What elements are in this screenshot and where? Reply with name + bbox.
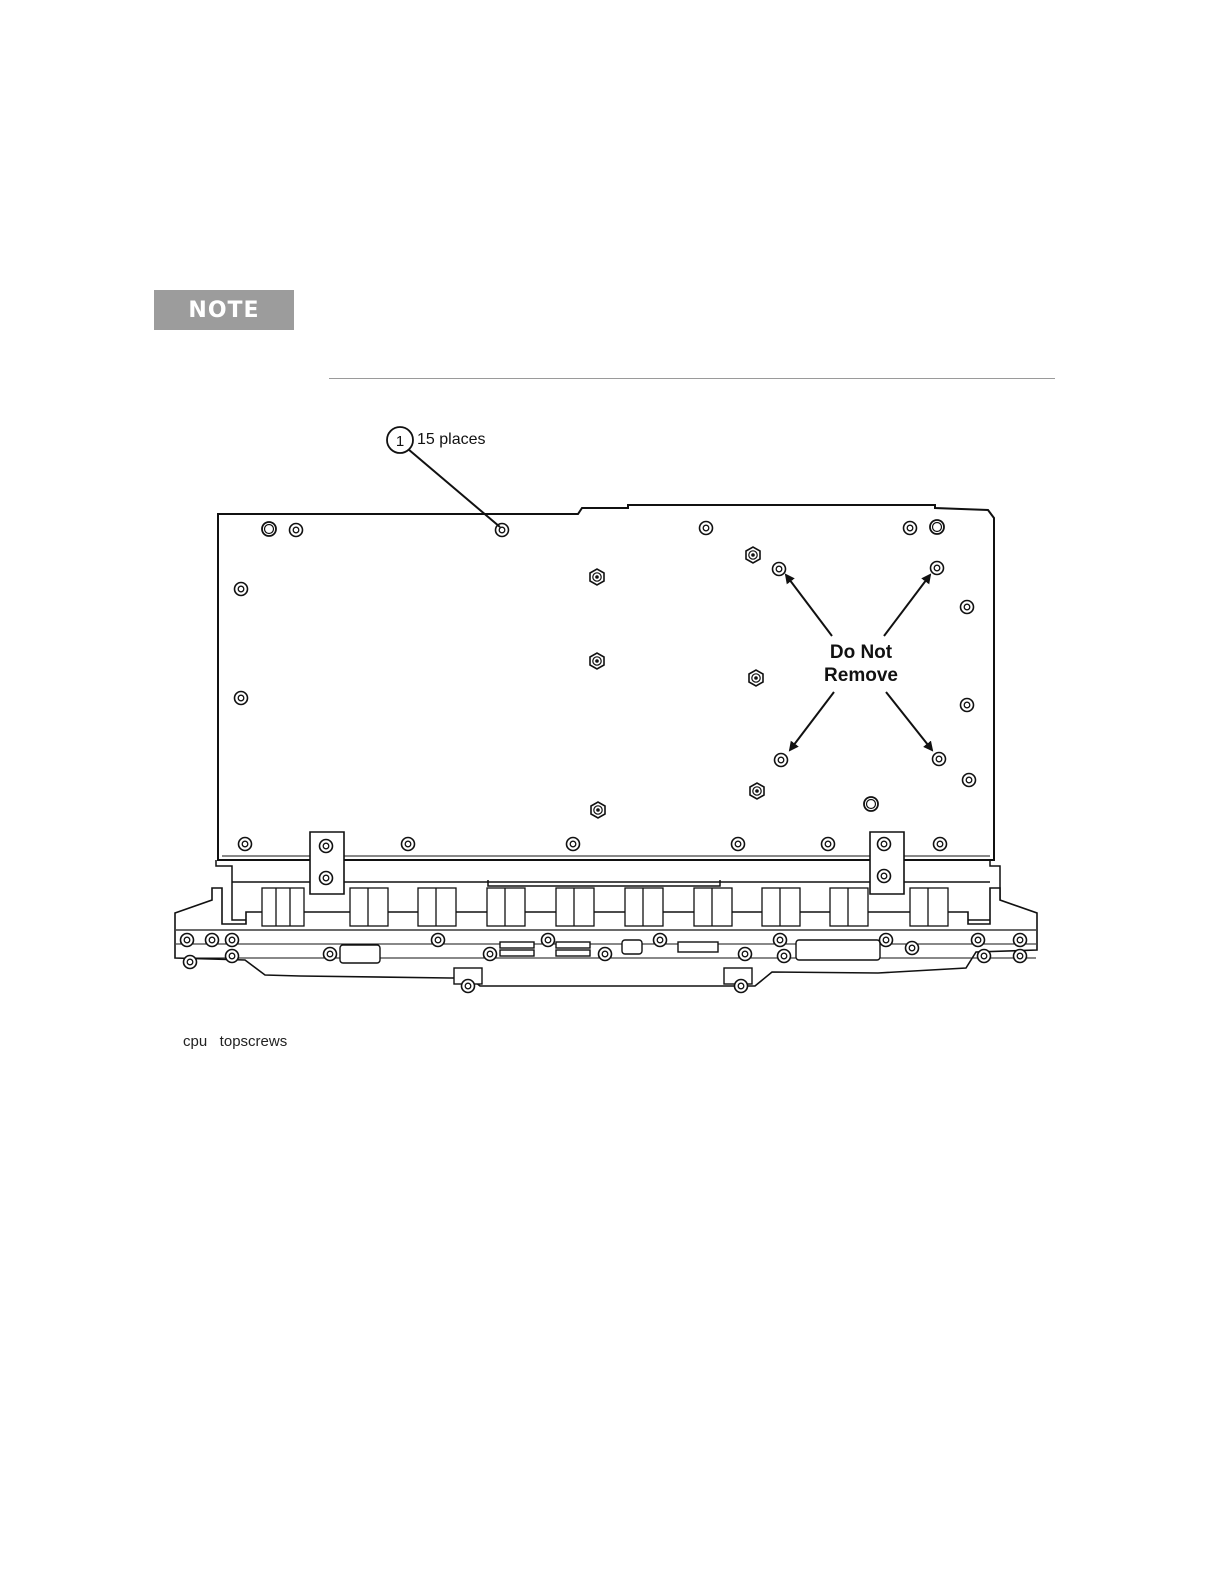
- figure-caption: cpu topscrews: [183, 1033, 287, 1050]
- note-badge: NOTE: [154, 290, 294, 330]
- callout-number: 1: [396, 433, 404, 450]
- warning-text-line2: Remove: [824, 665, 898, 686]
- callout-label: 15 places: [417, 431, 486, 448]
- cpu-board-figure: 1 15 places Do Not Remove: [160, 415, 1050, 1015]
- cpu-board-cover: [218, 505, 994, 894]
- warning-text-line1: Do Not: [830, 642, 893, 663]
- section-divider: [329, 378, 1055, 379]
- note-label: NOTE: [188, 298, 259, 323]
